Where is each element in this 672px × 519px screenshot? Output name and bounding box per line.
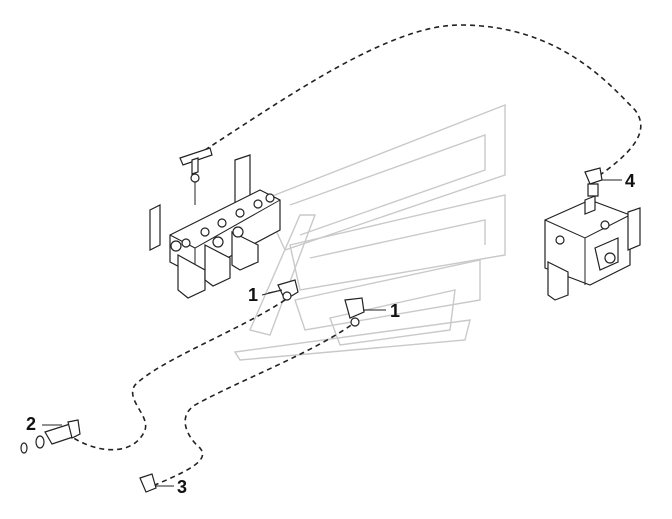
hose-top-loop xyxy=(204,24,642,176)
hose-right-to-fitting-3 xyxy=(154,319,359,486)
hose-lines xyxy=(71,24,642,486)
valve-block-right xyxy=(544,195,641,301)
hose-left-to-fitting-2 xyxy=(71,299,286,451)
fitting-4-elbow xyxy=(584,167,622,197)
watermark-logo xyxy=(233,103,506,361)
fitting-1-elbow-a xyxy=(267,279,299,301)
leader-1a xyxy=(261,289,283,296)
fitting-3-plug xyxy=(139,473,174,493)
valve-block-left xyxy=(149,147,281,299)
fitting-1-elbow-b xyxy=(344,297,386,327)
callout-1b: 1 xyxy=(390,301,400,321)
callout-4: 4 xyxy=(625,171,635,191)
callout-1a: 1 xyxy=(248,285,258,305)
fitting-2-elbow xyxy=(20,419,81,454)
callout-3: 3 xyxy=(177,477,187,497)
callout-2: 2 xyxy=(26,414,36,434)
